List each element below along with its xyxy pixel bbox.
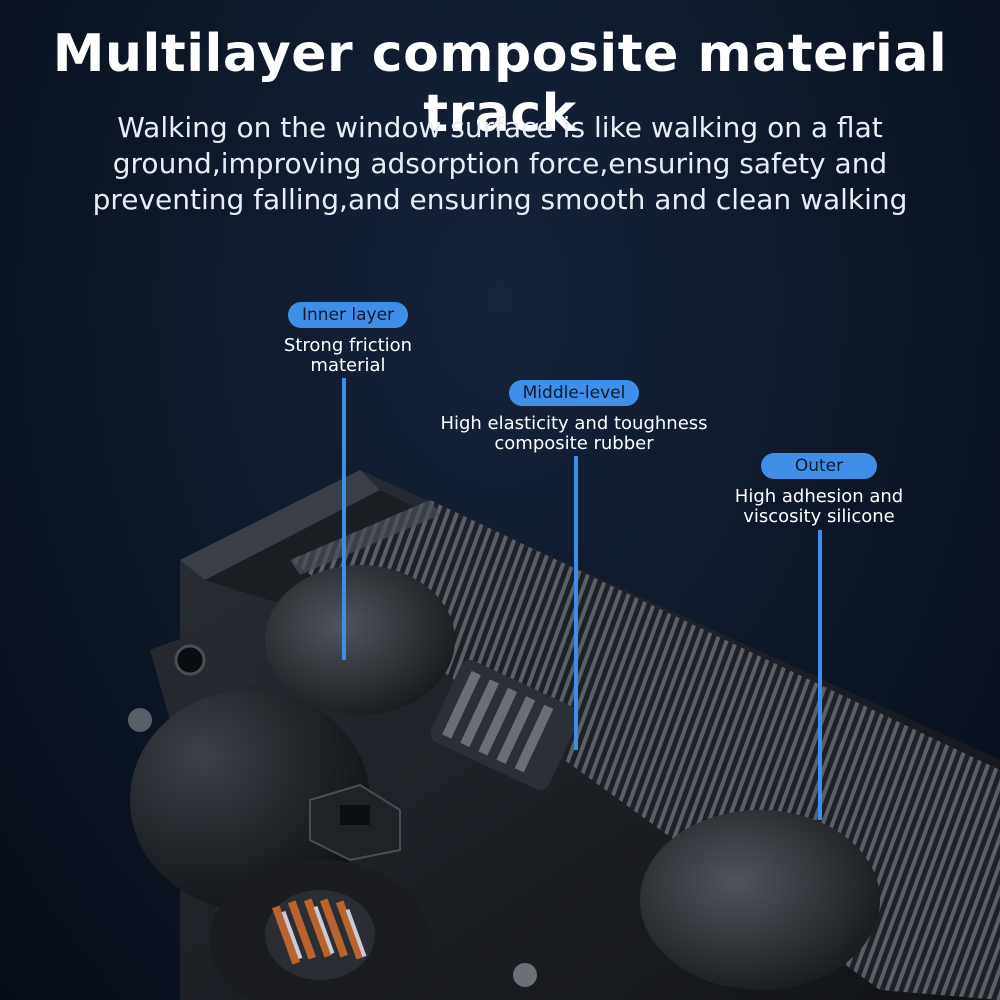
drive-motor — [130, 690, 430, 1000]
inner-layer-leader — [342, 378, 346, 660]
callout-inner-layer-description: Strong friction material — [283, 335, 413, 376]
callout-middle-level-description: High elasticity and toughness composite … — [440, 413, 708, 454]
outer-leader — [818, 530, 822, 820]
callout-inner-layer: Inner layer Strong friction material — [248, 302, 448, 376]
callout-outer-label: Outer — [760, 453, 878, 479]
callout-middle-level: Middle-level High elasticity and toughne… — [424, 380, 724, 454]
mount-bracket — [128, 620, 260, 732]
gear-train — [430, 660, 580, 790]
front-wheel — [265, 565, 455, 715]
rear-wheel — [640, 810, 880, 990]
housing-clip — [309, 783, 401, 862]
page-title: Multilayer composite material track — [52, 24, 948, 144]
callout-outer-description: High adhesion and viscosity silicone — [734, 486, 904, 527]
screw — [513, 963, 537, 987]
callout-middle-level-label: Middle-level — [508, 380, 640, 406]
callout-outer: Outer High adhesion and viscosity silico… — [714, 453, 924, 527]
page-subtitle: Walking on the window surface is like wa… — [92, 111, 908, 216]
middle-level-leader — [574, 456, 578, 750]
callout-inner-layer-label: Inner layer — [287, 302, 409, 328]
